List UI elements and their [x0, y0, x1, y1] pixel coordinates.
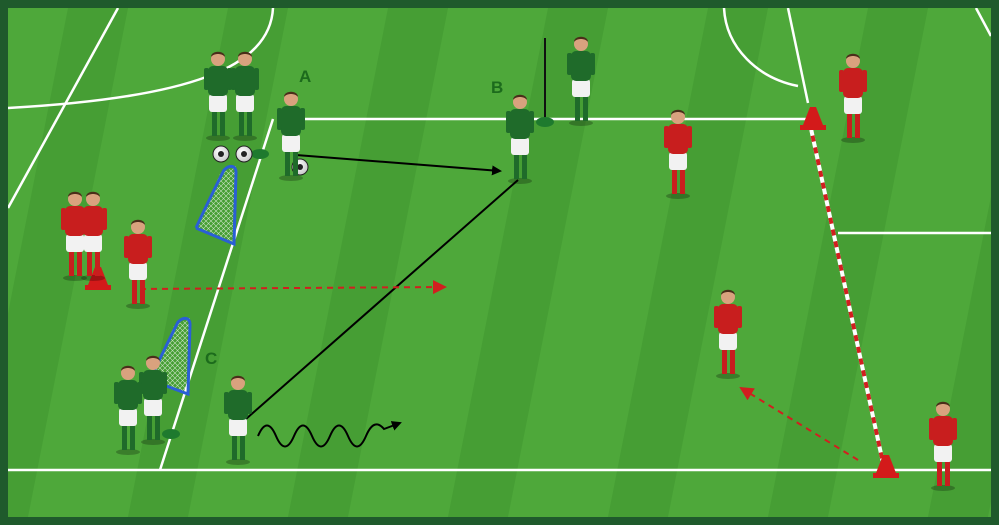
cone-icon — [536, 117, 554, 127]
pitch-markings — [8, 8, 991, 472]
ball-icon — [212, 145, 230, 163]
player-icon — [124, 219, 152, 309]
pass-arrow-b-to-c — [236, 179, 519, 428]
run-arrow-red-right — [739, 386, 859, 461]
player-label-b: B — [491, 78, 503, 97]
player-icon — [79, 191, 107, 281]
end-zone-line-dash — [808, 123, 885, 464]
cone-icon — [251, 149, 269, 159]
pass-arrow-a-to-b — [295, 154, 502, 176]
player-icon — [839, 53, 867, 143]
dribble-arrow — [257, 421, 402, 448]
run-arrow-red-left — [139, 280, 447, 295]
mini-goal-icon — [194, 164, 238, 247]
player-icon — [139, 355, 167, 445]
grid-left-line — [158, 118, 275, 471]
center-circle-right — [722, 8, 799, 88]
players — [61, 36, 957, 491]
player-icon — [277, 91, 305, 181]
cone-icon — [800, 107, 826, 130]
player-icon — [224, 375, 252, 465]
player-label-c: C — [205, 349, 217, 368]
player-label-a: A — [299, 67, 311, 86]
player-icon — [714, 289, 742, 379]
cone-icon — [162, 429, 180, 439]
player-icon — [929, 401, 957, 491]
player-icon — [567, 36, 595, 126]
player-icon — [664, 109, 692, 199]
training-pitch: A B C — [8, 8, 991, 517]
touchline-left — [8, 8, 120, 209]
player-icon — [204, 51, 232, 141]
player-icon — [506, 94, 534, 184]
touchline-far-right — [974, 8, 991, 37]
run-arrows — [139, 280, 859, 461]
player-icon — [231, 51, 259, 141]
cone-icon — [873, 455, 899, 478]
pass-arrows — [236, 154, 519, 448]
touchline-right-top — [786, 8, 810, 104]
player-icon — [114, 365, 142, 455]
ball-icon — [235, 145, 253, 163]
